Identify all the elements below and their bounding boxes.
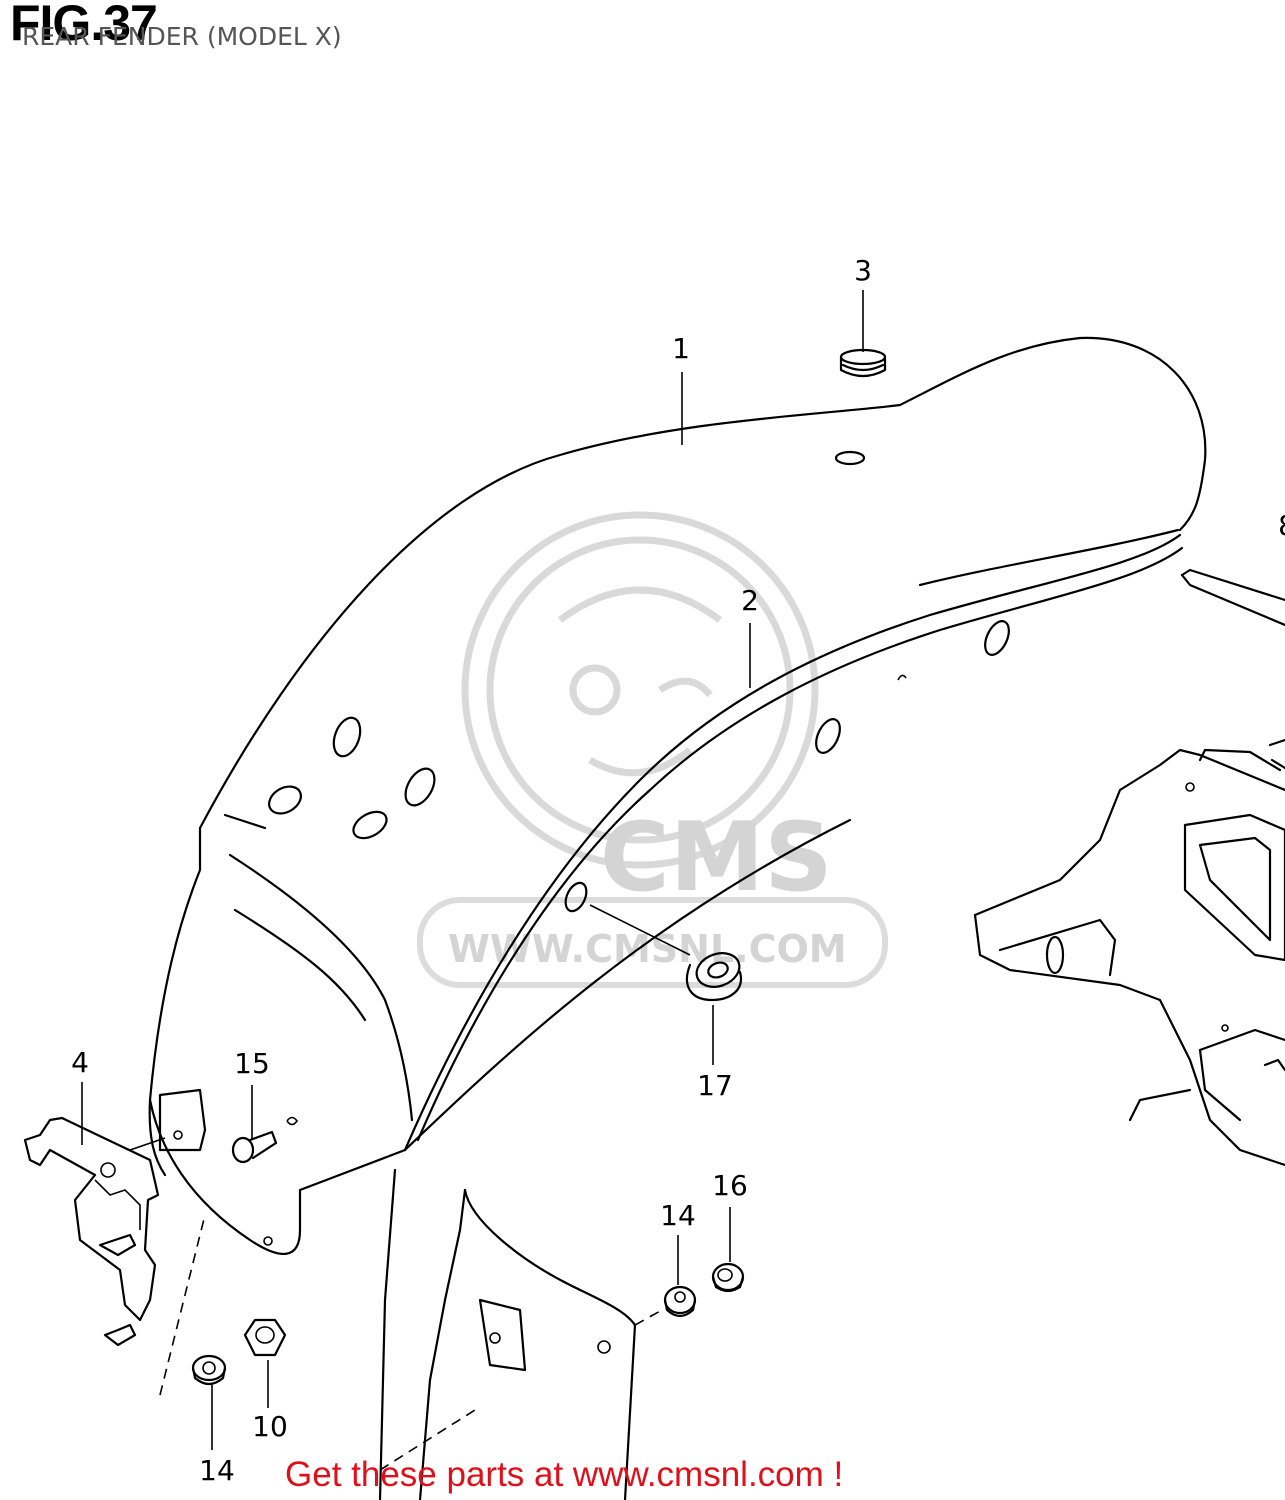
part-collar-14-left: [191, 1354, 227, 1386]
callout-17: 17: [697, 1069, 733, 1102]
callout-2: 2: [741, 584, 759, 617]
part-tail-housing: [973, 568, 1285, 1167]
footer-link-text[interactable]: Get these parts at www.cmsnl.com !: [285, 1455, 844, 1494]
callout-4: 4: [71, 1046, 89, 1079]
callout-1: 1: [672, 332, 690, 365]
part-grommet-17: [589, 904, 743, 1002]
callout-8: 8: [1278, 509, 1285, 542]
part-lower-flap: [378, 1168, 637, 1500]
part-nut-16: [711, 1262, 745, 1293]
callout-10: 10: [252, 1410, 288, 1443]
part-bracket-4: [23, 1116, 166, 1347]
callout-3: 3: [854, 254, 872, 287]
assembly-lines: [159, 1214, 663, 1471]
callout-numbers: 1 2 3 4 8 10 14 14 15 16 17: [71, 254, 1285, 1487]
part-screw-15: [231, 1130, 278, 1164]
part-grommet-3: [839, 348, 887, 378]
callout-14-left: 14: [199, 1454, 235, 1487]
part-nut-10: [243, 1318, 287, 1357]
callout-14-right: 14: [660, 1199, 696, 1232]
callout-15: 15: [234, 1047, 270, 1080]
part-collar-14-right: [663, 1285, 697, 1318]
callout-16: 16: [712, 1169, 748, 1202]
figure-subtitle: REAR FENDER (MODEL X): [22, 22, 342, 51]
watermark-logo: CMS WWW.CMSNL.COM: [417, 511, 888, 988]
leader-lines: [81, 290, 864, 1450]
part-rear-fender: [148, 336, 1207, 1255]
figure-title: FIG.37: [10, 0, 158, 51]
